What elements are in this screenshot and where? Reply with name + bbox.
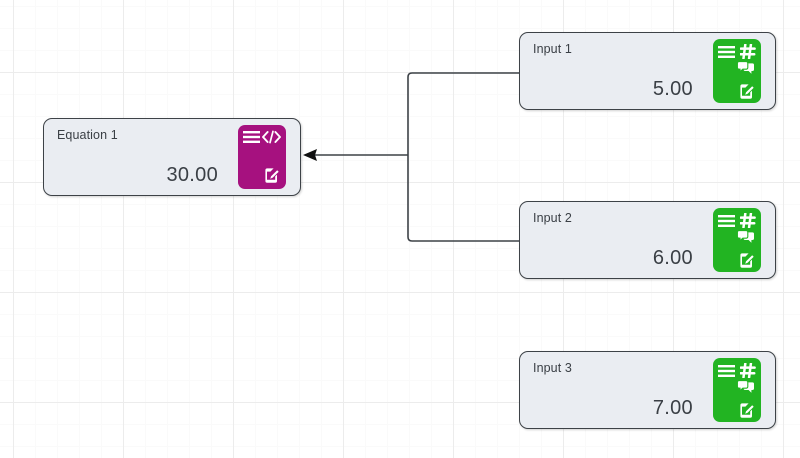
comment-icon[interactable] (737, 230, 755, 245)
menu-icon[interactable] (718, 364, 735, 378)
node-value: 7.00 (652, 397, 693, 419)
node-input-1[interactable]: Input 1 5.00 (519, 32, 776, 110)
node-toolbar[interactable] (238, 125, 286, 189)
node-value: 6.00 (652, 247, 693, 269)
node-title: Input 3 (533, 361, 572, 375)
wire-arrow-head (303, 149, 317, 161)
node-toolbar[interactable] (713, 39, 761, 103)
edit-icon[interactable] (739, 83, 755, 99)
node-toolbar[interactable] (713, 208, 761, 272)
number-icon[interactable] (740, 44, 756, 59)
menu-icon[interactable] (243, 130, 260, 144)
node-value: 30.00 (166, 164, 218, 186)
node-equation-1[interactable]: Equation 1 30.00 (43, 118, 301, 196)
edit-icon[interactable] (739, 402, 755, 418)
node-input-3[interactable]: Input 3 7.00 (519, 351, 776, 429)
menu-icon[interactable] (718, 45, 735, 59)
node-input-2[interactable]: Input 2 6.00 (519, 201, 776, 279)
comment-icon[interactable] (737, 61, 755, 76)
menu-icon[interactable] (718, 214, 735, 228)
node-title: Input 1 (533, 42, 572, 56)
number-icon[interactable] (740, 213, 756, 228)
wire-bracket (407, 72, 519, 242)
edit-icon[interactable] (264, 167, 280, 183)
comment-icon[interactable] (737, 380, 755, 395)
code-icon[interactable] (262, 130, 281, 144)
edit-icon[interactable] (739, 252, 755, 268)
node-toolbar[interactable] (713, 358, 761, 422)
node-title: Input 2 (533, 211, 572, 225)
node-value: 5.00 (652, 78, 693, 100)
node-title: Equation 1 (57, 128, 118, 142)
number-icon[interactable] (740, 363, 756, 378)
